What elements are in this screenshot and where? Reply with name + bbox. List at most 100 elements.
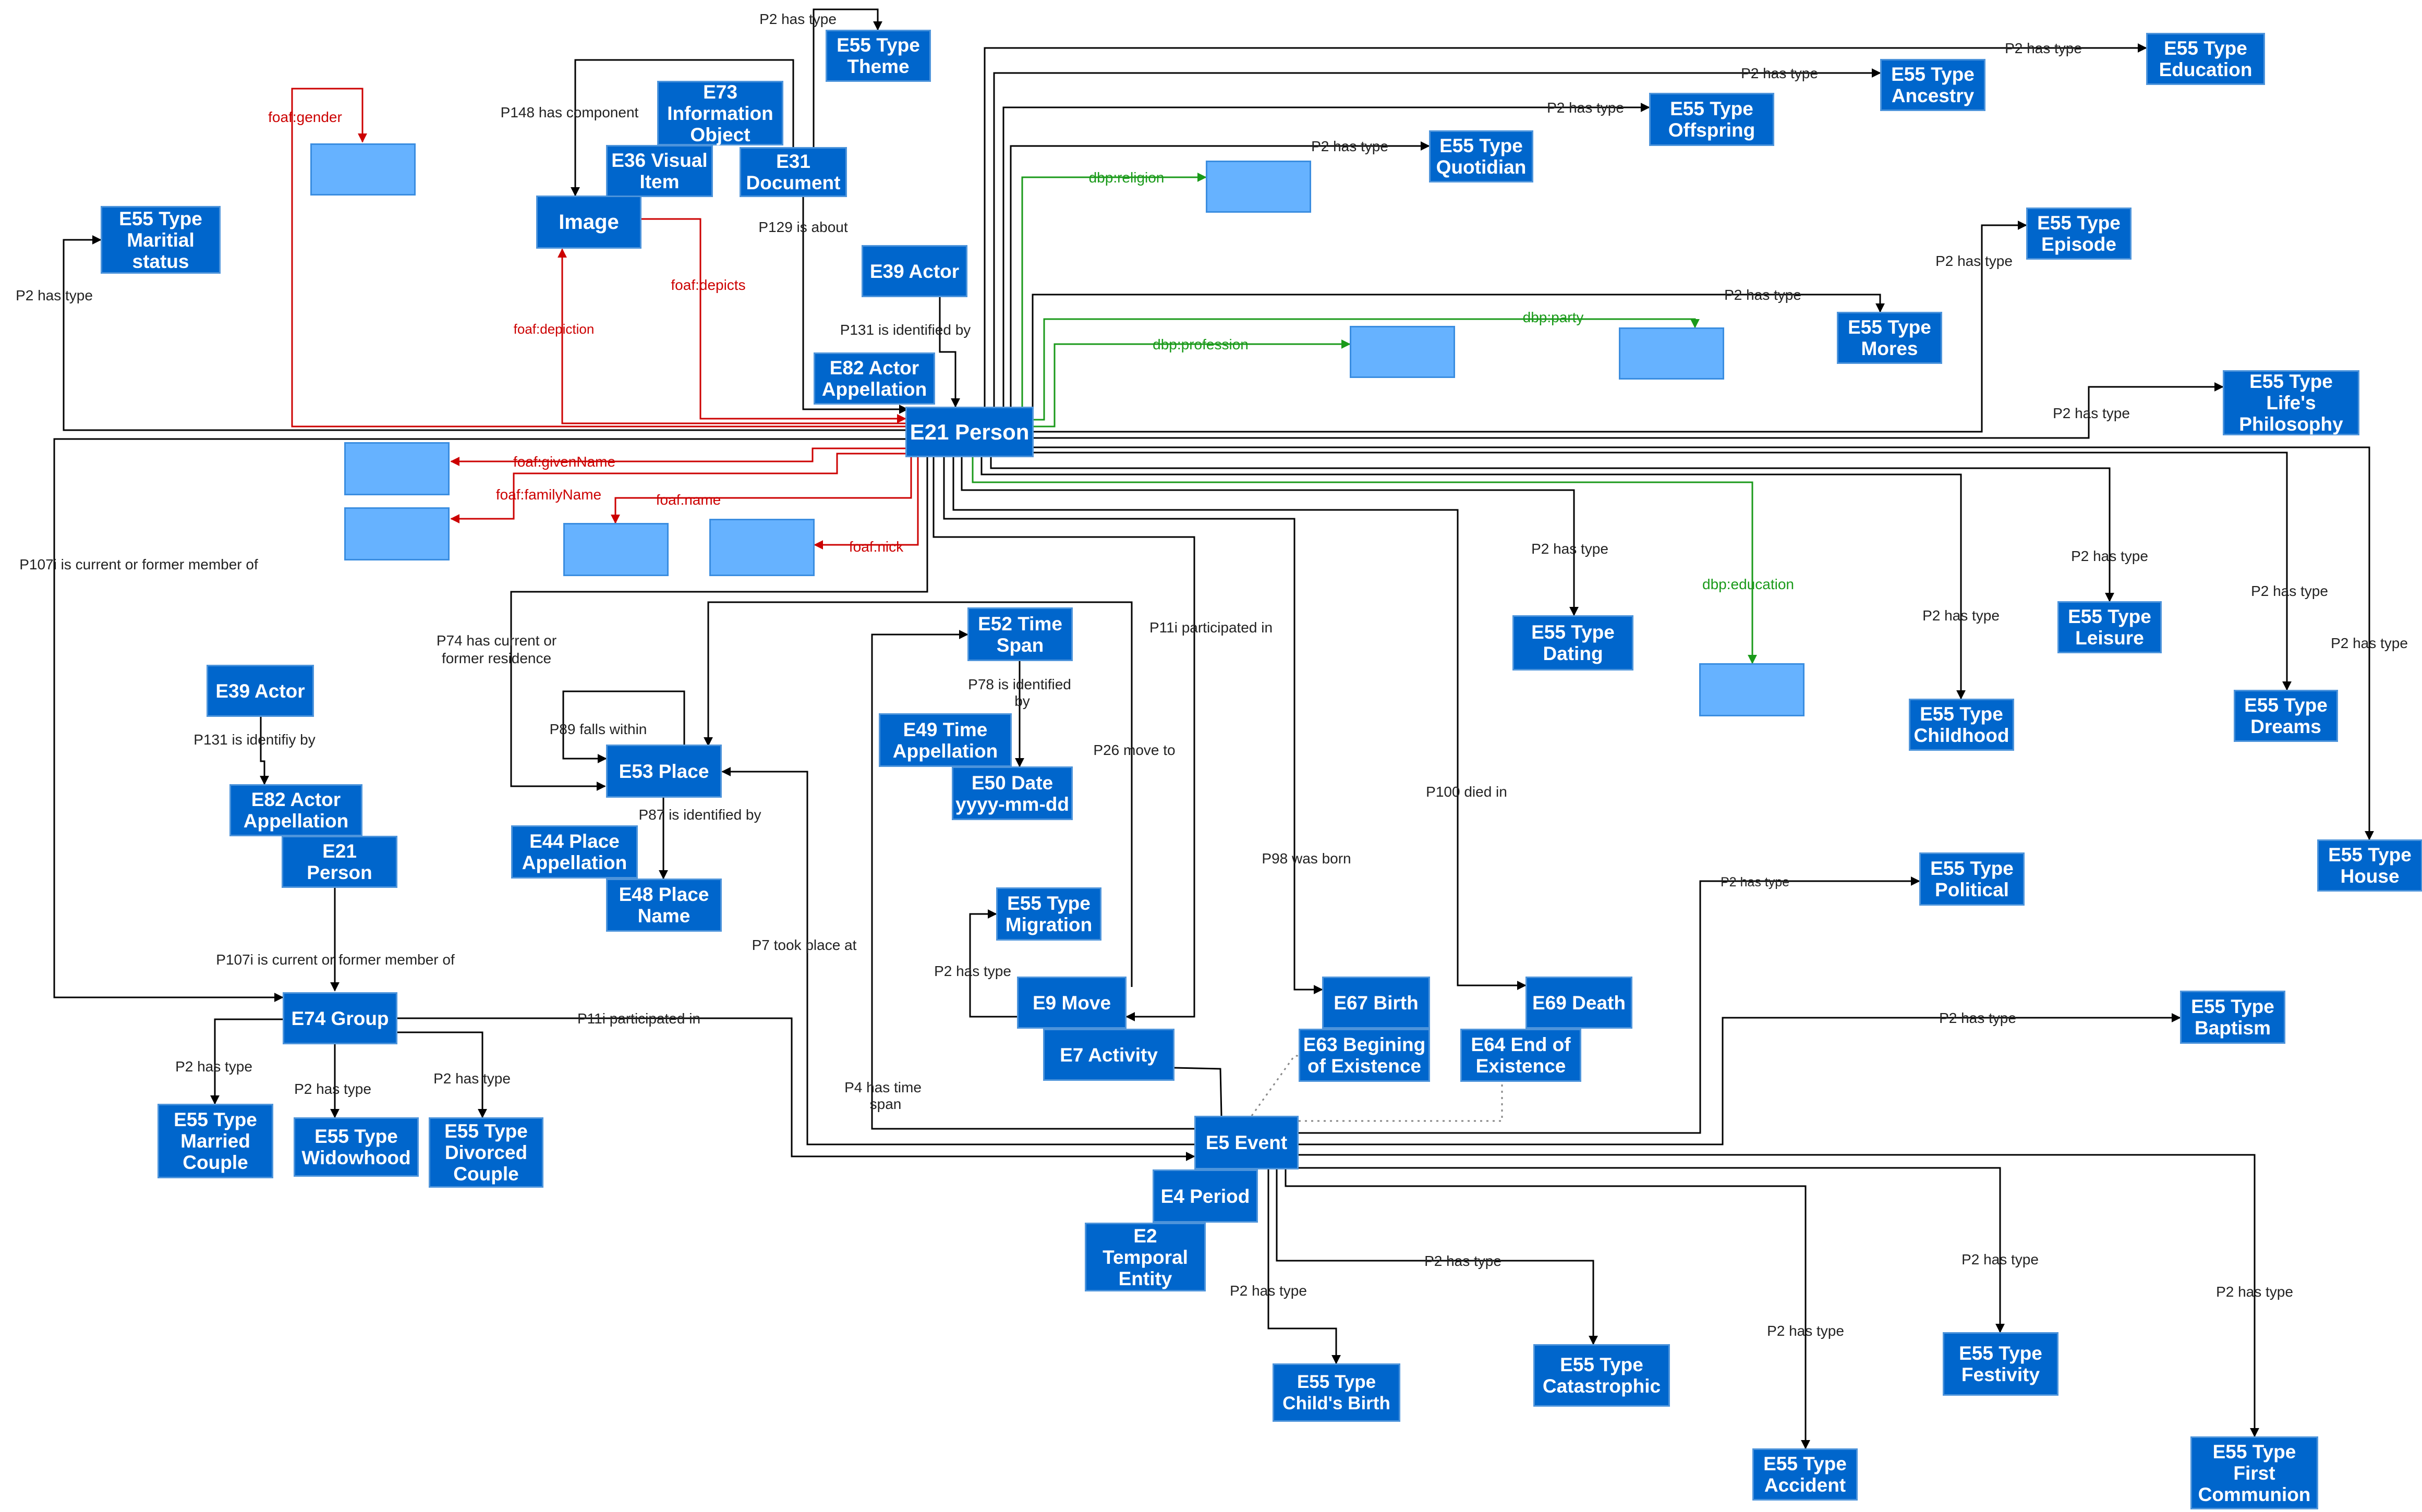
node-e67-birth[interactable]: E67 Birth	[1322, 977, 1430, 1029]
node-e55-first-communion[interactable]: E55 Type First Communion	[2190, 1436, 2318, 1509]
edge-p2-maritial	[63, 235, 905, 431]
label-p2-quotidian: P2 has type	[1311, 138, 1388, 154]
edge-p11i-group	[397, 1017, 1195, 1161]
label-p7: P7 took place at	[752, 937, 857, 953]
edge-religion	[1021, 173, 1207, 408]
node-image[interactable]: Image	[536, 196, 641, 249]
node-e55-childs-birth[interactable]: E55 Type Child's Birth	[1273, 1363, 1400, 1422]
node-e9-move[interactable]: E9 Move	[1017, 977, 1127, 1029]
node-e21-person[interactable]: E21 Person	[905, 407, 1034, 457]
label-p2-episode: P2 has type	[1935, 253, 2013, 269]
node-e5-event[interactable]: E5 Event	[1194, 1116, 1299, 1169]
label-p2-political: P2 has type	[1721, 875, 1789, 889]
node-e39-actor-top[interactable]: E39 Actor	[862, 245, 967, 297]
node-e55-divorced-couple[interactable]: E55 Type Divorced Couple	[429, 1117, 543, 1188]
node-e55-house[interactable]: E55 Type House	[2317, 839, 2422, 892]
node-e52-time-span[interactable]: E52 Time Span	[967, 607, 1073, 661]
node-e55-offspring[interactable]: E55 Type Offspring	[1649, 93, 1774, 146]
edge-givenName	[450, 447, 905, 466]
edge-p2-philosophy	[1034, 382, 2224, 439]
edge-e7-e5	[1174, 1067, 1222, 1116]
node-e55-quotidian[interactable]: E55 Type Quotidian	[1429, 130, 1533, 182]
node-e63-begining-of-existence[interactable]: E63 Begining of Existence	[1299, 1029, 1430, 1082]
edge-p2-accident	[1285, 1169, 1810, 1449]
node-e69-death[interactable]: E69 Death	[1525, 977, 1632, 1029]
node-e55-political[interactable]: E55 Type Political	[1919, 852, 2025, 906]
node-e39-actor-left[interactable]: E39 Actor	[207, 665, 314, 717]
node-e48-place-name[interactable]: E48 Place Name	[606, 879, 722, 932]
label-p148: P148 has component	[501, 104, 639, 120]
label-p2-philosophy: P2 has type	[2053, 405, 2130, 421]
literal-name	[563, 523, 669, 576]
node-e64-end-of-existence[interactable]: E64 End of Existence	[1460, 1029, 1581, 1082]
node-e55-catastrophic[interactable]: E55 Type Catastrophic	[1533, 1344, 1670, 1407]
literal-gender	[310, 143, 416, 196]
edge-p131-top	[939, 297, 960, 408]
node-e55-dreams[interactable]: E55 Type Dreams	[2234, 690, 2338, 742]
label-p107i-top: P107i is current or former member of	[19, 556, 258, 572]
node-e55-widowhood[interactable]: E55 Type Widowhood	[294, 1117, 419, 1177]
node-e50-date[interactable]: E50 Date yyyy-mm-dd	[952, 766, 1073, 820]
node-e55-theme[interactable]: E55 Type Theme	[826, 30, 931, 82]
node-e49-time-appellation[interactable]: E49 Time Appellation	[879, 713, 1012, 767]
node-e36-visual-item[interactable]: E36 Visual Item	[606, 145, 713, 197]
node-e55-leisure[interactable]: E55 Type Leisure	[2057, 601, 2162, 653]
label-p26: P26 move to	[1093, 742, 1175, 758]
node-e55-maritial[interactable]: E55 Type Maritial status	[101, 206, 221, 274]
edge-p2-catastrophic	[1276, 1169, 1598, 1345]
node-e55-married-couple[interactable]: E55 Type Married Couple	[158, 1104, 273, 1178]
node-e55-dating[interactable]: E55 Type Dating	[1512, 615, 1633, 670]
label-p2-catastrophic: P2 has type	[1424, 1253, 1501, 1269]
edge-p2-communion	[1299, 1154, 2259, 1437]
node-e55-philosophy[interactable]: E55 Type Life's Philosophy	[2223, 370, 2359, 435]
edge-depiction	[558, 248, 905, 424]
label-p2-dreams: P2 has type	[2251, 583, 2328, 599]
edge-p2-ancestry	[993, 68, 1881, 408]
node-e31-document[interactable]: E31 Document	[740, 147, 847, 197]
edge-profession	[1034, 339, 1351, 428]
edge-p2-dreams	[1034, 452, 2292, 691]
node-e44-place-appellation[interactable]: E44 Place Appellation	[511, 825, 638, 879]
node-e55-childhood[interactable]: E55 Type Childhood	[1909, 699, 2014, 751]
label-p2-theme: P2 has type	[759, 11, 837, 27]
edge-dotted-e63	[1251, 1055, 1299, 1116]
label-p11i-group: P11i participated in	[577, 1010, 700, 1027]
edge-name	[611, 457, 912, 524]
node-e55-education[interactable]: E55 Type Education	[2146, 33, 2265, 85]
node-e55-episode[interactable]: E55 Type Episode	[2026, 208, 2132, 260]
label-p129: P129 is about	[758, 219, 847, 235]
label-p2-festivity: P2 has type	[1961, 1251, 2039, 1267]
node-e7-activity[interactable]: E7 Activity	[1043, 1029, 1174, 1081]
label-p2-baptism: P2 has type	[1939, 1010, 2016, 1026]
node-e82-actor-appellation-top[interactable]: E82 Actor Appellation	[814, 352, 935, 405]
label-p2-childsbirth: P2 has type	[1230, 1283, 1307, 1299]
edge-p7	[721, 767, 1194, 1145]
node-e73-information-object[interactable]: E73 Information Object	[657, 81, 783, 145]
node-e55-festivity[interactable]: E55 Type Festivity	[1943, 1332, 2058, 1396]
node-e55-mores[interactable]: E55 Type Mores	[1837, 312, 1942, 364]
edge-p89	[562, 690, 685, 763]
node-e55-migration[interactable]: E55 Type Migration	[996, 887, 1101, 941]
edge-p2-dating	[961, 457, 1579, 616]
node-e82-actor-appellation-left[interactable]: E82 Actor Appellation	[229, 784, 362, 836]
node-e74-group[interactable]: E74 Group	[283, 992, 397, 1044]
node-e55-accident[interactable]: E55 Type Accident	[1752, 1448, 1858, 1501]
node-e21-person-left[interactable]: E21 Person	[282, 836, 397, 888]
node-e4-period[interactable]: E4 Period	[1153, 1169, 1258, 1223]
node-e55-ancestry[interactable]: E55 Type Ancestry	[1880, 59, 1985, 111]
label-p89: P89 falls within	[550, 721, 647, 737]
label-p2-communion: P2 has type	[2216, 1284, 2293, 1300]
label-p2-married: P2 has type	[175, 1058, 252, 1075]
literal-family-name	[344, 507, 450, 560]
edge-p129	[802, 197, 909, 414]
node-e55-baptism[interactable]: E55 Type Baptism	[2180, 991, 2285, 1044]
node-e2-temporal-entity[interactable]: E2 Temporal Entity	[1085, 1223, 1206, 1291]
edge-p2-migration	[969, 909, 1017, 1018]
label-depicts: foaf:depicts	[671, 277, 745, 293]
node-e53-place[interactable]: E53 Place	[606, 745, 722, 798]
label-p107i-left: P107i is current or former member of	[216, 952, 455, 968]
label-nick: foaf:nick	[849, 539, 904, 555]
edge-gender	[291, 88, 905, 428]
